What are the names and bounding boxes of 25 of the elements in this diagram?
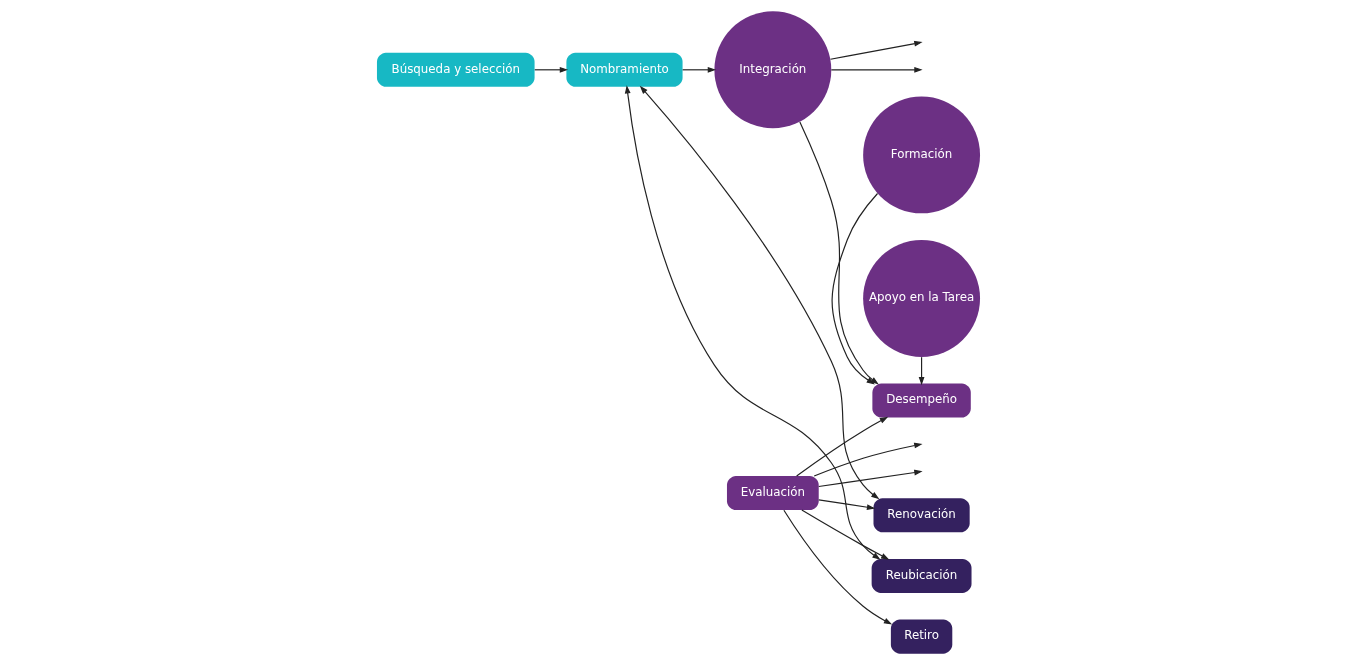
node-box: Retiro [890,619,953,654]
arrow [796,416,889,477]
node-box: Evaluación [726,476,819,511]
arrow [829,40,923,60]
node-circle: Apoyo en la Tarea [863,240,981,357]
arrow [830,66,923,73]
node-circle: Formación [863,96,981,214]
arrow [682,66,717,73]
node-box: Búsqueda y selección [376,52,535,87]
arrow [813,442,923,477]
arrow [801,509,890,560]
arrow [783,509,893,625]
arrow [818,499,876,511]
arrow [831,192,879,385]
arrow [818,469,923,488]
node-box: Nombramiento [566,52,683,87]
arrow [639,85,880,500]
arrow [534,66,569,73]
arrow [624,85,881,560]
node-circle: Integración [714,11,832,129]
arrow [799,121,879,385]
node-box: Reubicación [871,558,972,593]
arrow [918,356,925,386]
node-box: Renovación [873,498,970,533]
node-box: Desempeño [872,383,971,418]
